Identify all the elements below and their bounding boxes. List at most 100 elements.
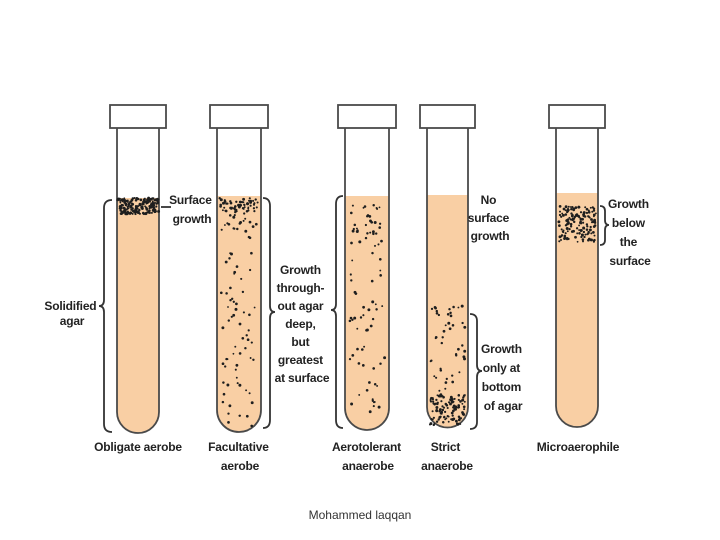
colony-dot [153,203,155,205]
colony-dot [254,198,257,201]
colony-dot [462,413,466,416]
colony-dot [371,317,375,321]
colony-dot [121,199,124,202]
colony-dot [587,209,590,212]
colony-dot [563,234,567,238]
colony-dot [155,205,158,208]
colony-dot [453,397,456,400]
tube-4-agar [427,195,468,428]
colony-dot [371,300,375,304]
colony-dot [136,197,140,201]
colony-dot [242,201,245,204]
colony-dot [590,218,593,221]
colony-dot [576,232,579,235]
colony-dot [350,402,354,406]
colony-dot [238,200,242,204]
note-no-surface-growth: No surface growth [468,193,512,243]
colony-dot [562,207,566,211]
colony-dot [131,212,134,215]
colony-dot [249,357,252,359]
colony-dot [449,311,452,315]
colony-dot [593,221,597,225]
colony-dot [570,212,573,215]
colony-dot [431,398,435,401]
colony-dot [374,303,377,306]
colony-dot [449,402,452,406]
colony-dot [463,408,466,411]
tube-5-growth [557,205,597,243]
colony-dot [364,236,368,240]
colony-dot [451,414,454,417]
colony-dot [247,235,251,239]
colony-dot [226,358,229,361]
tube-3-growth [348,203,387,414]
tube-2-deep-growth [219,210,258,428]
colony-dot [121,210,125,214]
colony-dot [371,251,374,255]
colony-dot [583,215,587,218]
colony-dot [236,227,239,231]
colony-dot [578,229,581,231]
colony-dot [366,215,369,218]
note-line: Growth [608,197,649,211]
colony-dot [230,315,233,318]
note-line: surface [468,211,510,225]
colony-dot [146,198,150,202]
tube-2-agar [217,196,261,432]
colony-dot [569,206,572,208]
colony-dot [232,313,236,317]
colony-dot [147,211,151,214]
colony-dot [383,356,387,360]
colony-dot [564,205,568,209]
note-line: Surface [169,193,212,207]
colony-dot [435,398,438,402]
colony-dot [457,404,461,407]
colony-dot [435,376,438,379]
colony-dot [232,215,236,219]
colony-dot [152,206,156,210]
colony-dot [583,227,586,230]
colony-dot [570,214,574,218]
colony-dot [252,207,256,210]
colony-dot [462,405,466,409]
colony-dot [575,227,579,230]
colony-dot [233,214,236,217]
colony-dot [457,406,460,409]
caption-line: anaerobe [342,459,394,473]
colony-dot [368,381,371,384]
colony-dot [248,220,252,224]
colony-dot [138,202,142,206]
note-line: below [612,216,646,230]
colony-dot [244,217,247,220]
colony-dot [563,237,567,240]
colony-dot [232,300,235,303]
colony-dot [253,202,256,205]
colony-dot [372,232,375,236]
colony-dot [234,210,237,214]
colony-dot [153,210,156,214]
colony-dot [461,344,464,347]
colony-dot [235,265,239,268]
colony-dot [591,210,594,213]
colony-dot [238,414,241,417]
colony-dot [373,221,377,224]
colony-dot [365,388,369,392]
colony-dot [456,422,460,426]
colony-dot [229,214,232,217]
colony-dot [373,244,377,247]
colony-dot [590,238,593,242]
colony-dot [561,213,565,217]
note-growth-below-surface: Growth below the surface [608,197,652,268]
colony-dot [435,420,439,423]
colony-dot [243,206,246,209]
tube-facultative-aerobe [209,104,269,433]
colony-dot [360,348,364,351]
colony-dot [452,418,455,421]
colony-dot [430,307,434,311]
tube-1-growth [116,196,161,216]
colony-dot [148,204,152,208]
caption-line: Microaerophile [537,440,620,454]
colony-dot [223,206,226,209]
colony-dot [254,222,258,226]
colony-dot [444,381,448,384]
